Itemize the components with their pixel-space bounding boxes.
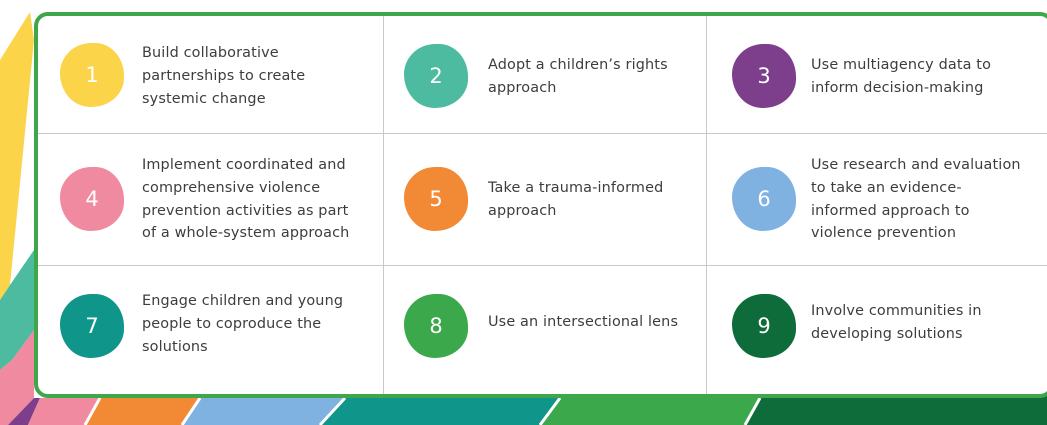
number-badge: 3 <box>732 44 796 108</box>
text-line: Use research and evaluation <box>811 157 1021 173</box>
text-line: Engage children and young <box>142 293 344 309</box>
stripe-teal-bottom <box>320 398 560 425</box>
principles-grid: 1 Build collaborative partnerships to cr… <box>38 16 1047 394</box>
stripe-blue-bottom <box>182 398 345 425</box>
principle-text: Engage children and young people to copr… <box>142 290 367 358</box>
principle-text: Adopt a children’s rights approach <box>488 54 693 100</box>
principle-cell-9: 9 Involve communities in developing solu… <box>707 266 1047 394</box>
principle-text: Build collaborative partnerships to crea… <box>142 42 367 110</box>
stripe-yellow <box>0 12 34 300</box>
text-line: Use an intersectional lens <box>488 314 679 330</box>
stripe-separator <box>180 397 202 425</box>
stripe-pink-bottom <box>28 398 100 425</box>
number-badge: 1 <box>60 43 124 107</box>
text-line: Implement coordinated and <box>142 157 346 173</box>
text-line: prevention activities as part <box>142 202 349 219</box>
principles-panel: 1 Build collaborative partnerships to cr… <box>34 12 1047 398</box>
text-line: Take a trauma-informed <box>488 180 664 196</box>
principle-text: Use multiagency data to inform decision-… <box>811 54 1036 100</box>
text-line: inform decision-making <box>811 79 984 96</box>
number-badge: 6 <box>732 167 796 231</box>
stripe-purple-left <box>8 398 40 425</box>
text-line: Involve communities in <box>811 303 982 319</box>
principle-cell-5: 5 Take a trauma-informed approach <box>384 134 707 266</box>
principle-text: Involve communities in developing soluti… <box>811 300 1036 346</box>
text-line: of a whole-system approach <box>142 225 350 242</box>
number-badge: 9 <box>732 294 796 358</box>
principle-cell-2: 2 Adopt a children’s rights approach <box>384 16 707 134</box>
number-badge: 5 <box>404 167 468 231</box>
text-line: developing solutions <box>811 325 963 342</box>
principle-cell-4: 4 Implement coordinated and comprehensiv… <box>38 134 384 266</box>
stripe-pink-left <box>0 330 34 425</box>
text-line: to take an evidence- <box>811 179 962 196</box>
stripe-separator <box>318 396 347 425</box>
principle-cell-8: 8 Use an intersectional lens <box>384 266 707 394</box>
stripe-separator <box>743 397 762 425</box>
stripe-green-bottom <box>540 398 760 425</box>
text-line: approach <box>488 79 557 96</box>
principle-cell-3: 3 Use multiagency data to inform decisio… <box>707 16 1047 134</box>
stripe-separator <box>538 397 562 425</box>
text-line: Build collaborative <box>142 45 279 61</box>
principle-text: Use an intersectional lens <box>488 311 693 334</box>
text-line: solutions <box>142 338 208 355</box>
principle-cell-6: 6 Use research and evaluation to take an… <box>707 134 1047 266</box>
number-badge: 7 <box>60 294 124 358</box>
principle-cell-1: 1 Build collaborative partnerships to cr… <box>38 16 384 134</box>
principle-text: Use research and evaluation to take an e… <box>811 154 1036 245</box>
principle-text: Implement coordinated and comprehensive … <box>142 154 367 245</box>
stripe-darkgreen-bottom <box>745 392 1047 425</box>
text-line: comprehensive violence <box>142 179 321 196</box>
text-line: informed approach to <box>811 202 970 219</box>
number-badge: 4 <box>60 167 124 231</box>
number-badge: 8 <box>404 294 468 358</box>
text-line: systemic change <box>142 90 266 107</box>
principle-text: Take a trauma-informed approach <box>488 177 693 223</box>
text-line: violence prevention <box>811 225 957 242</box>
text-line: Adopt a children’s rights <box>488 57 668 73</box>
text-line: approach <box>488 202 557 219</box>
text-line: Use multiagency data to <box>811 57 992 73</box>
number-badge: 2 <box>404 44 468 108</box>
stripe-orange-bottom <box>85 398 200 425</box>
stripe-separator <box>83 397 102 425</box>
stripe-teal-left <box>0 250 34 370</box>
principle-cell-7: 7 Engage children and young people to co… <box>38 266 384 394</box>
text-line: partnerships to create <box>142 67 306 84</box>
text-line: people to coproduce the <box>142 315 322 332</box>
